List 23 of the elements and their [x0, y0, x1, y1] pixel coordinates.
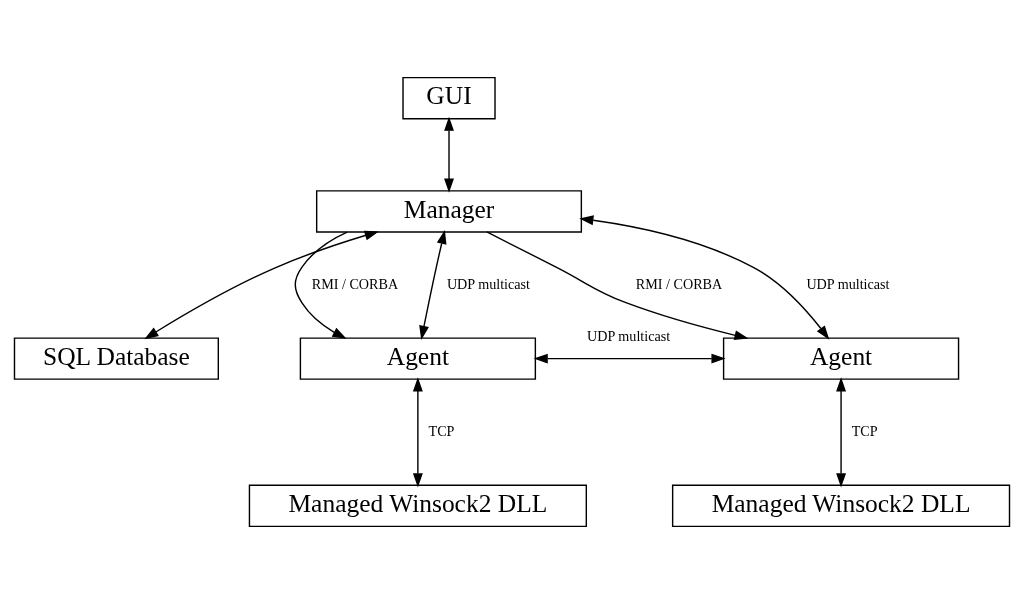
arrow	[294, 230, 348, 339]
edge-label: TCP	[851, 422, 878, 439]
node-box: GUI	[402, 76, 496, 119]
edge-label: UDP multicast	[446, 275, 531, 292]
edge-label: TCP	[428, 422, 455, 439]
edge-label: UDP multicast	[587, 327, 671, 344]
edge-label: UDP multicast	[806, 275, 890, 292]
edge-label: RMI / CORBA	[311, 275, 399, 292]
edge-label: RMI / CORBA	[635, 275, 723, 292]
node-box: Managed Winsock2 DLL	[671, 484, 1011, 527]
node-box: SQL Database	[13, 336, 219, 380]
node-box: Managed Winsock2 DLL	[248, 484, 587, 527]
arrow	[144, 230, 379, 339]
node-box: Manager	[315, 189, 583, 233]
arrow	[836, 376, 847, 487]
arrow	[579, 214, 830, 340]
node-box: Agent	[299, 336, 537, 380]
arrow	[412, 376, 423, 487]
arrow	[419, 229, 447, 340]
node-box: Agent	[722, 336, 960, 380]
arrow	[533, 353, 726, 364]
arrow	[486, 230, 749, 340]
arrow	[444, 116, 454, 193]
